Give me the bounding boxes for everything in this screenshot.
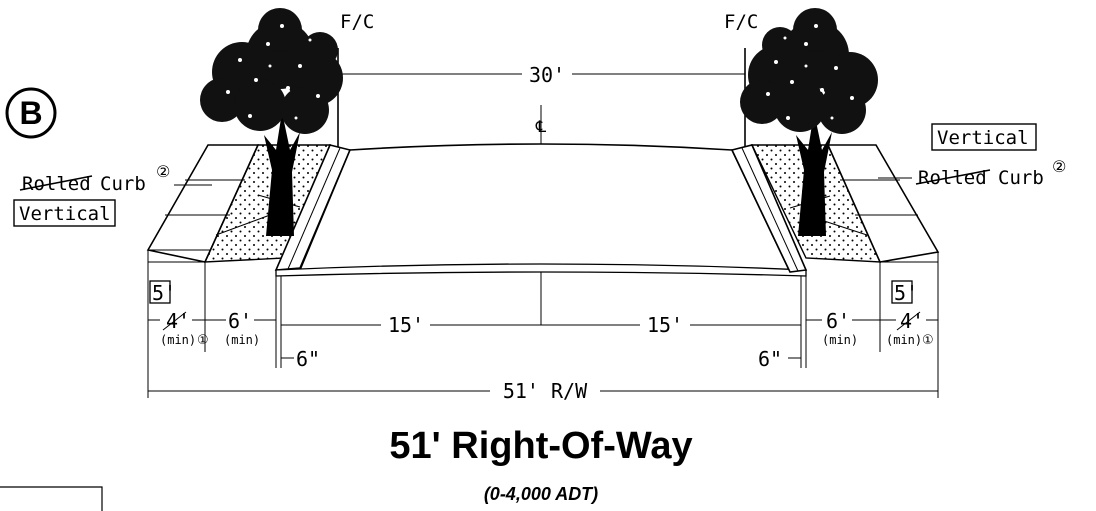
curb-callout-right: Vertical Rolled Curb ②: [878, 123, 1066, 189]
curb-word-right: Curb: [998, 167, 1044, 189]
vertical-box-left: [13, 199, 116, 227]
right-sidewalk: [826, 144, 940, 263]
lane-width-left: 15': [388, 313, 424, 337]
right-tree: [740, 8, 878, 236]
sidewalk-strike-left: [162, 311, 187, 331]
curb-note-right: ②: [1052, 157, 1066, 176]
sidewalk-original-right: 4': [900, 309, 924, 333]
sidewalk-min-left: (min): [160, 333, 196, 347]
left-sidewalk: [146, 144, 260, 263]
struck-word-left: Rolled: [22, 173, 91, 195]
vertical-box-right: [931, 123, 1037, 151]
face-of-curb-label-right: F/C: [724, 11, 758, 33]
total-row-dimension: 51' R/W: [148, 379, 938, 403]
face-of-curb-label-left: F/C: [340, 11, 374, 33]
curb-width-right: 6": [758, 347, 782, 371]
sidewalk-revised-left: 5': [152, 281, 176, 305]
parkway-width-right: 6': [826, 309, 850, 333]
sidewalk-revised-box-left: [149, 280, 171, 304]
dimension-extension-lines: [147, 262, 939, 398]
curb-note-left: ②: [156, 162, 170, 181]
strike-line-right: [915, 169, 991, 185]
curb-word-left: Curb: [100, 173, 146, 195]
sidewalk-revised-right: 5': [894, 281, 918, 305]
strike-line-left: [19, 175, 93, 191]
lane-width-right: 15': [647, 313, 683, 337]
sidewalk-original-left: 4': [166, 309, 190, 333]
total-row-label: 51' R/W: [503, 379, 588, 403]
vertical-label-right: Vertical: [937, 127, 1029, 149]
curb-callout-left: Rolled Curb ② Vertical: [13, 162, 212, 227]
vertical-label-left: Vertical: [19, 203, 111, 225]
roadway-width-dimension: 30': [338, 63, 745, 87]
roadway-width-label: 30': [529, 63, 565, 87]
road-surface: [275, 143, 807, 277]
struck-word-right: Rolled: [918, 167, 987, 189]
sidewalk-note-right: ①: [922, 333, 934, 348]
right-curb: [730, 144, 808, 273]
centerline-symbol: ℄: [535, 117, 547, 136]
dimensions-right: 15' 6" 6' (min) 5' 4' (min) ①: [541, 280, 938, 371]
curb-width-left: 6": [296, 347, 320, 371]
diagram-subtitle: (0-4,000 ADT): [484, 484, 598, 504]
section-badge-letter: B: [19, 95, 42, 131]
sidewalk-min-right: (min): [886, 333, 922, 347]
sidewalk-strike-right: [896, 311, 921, 331]
section-badge: B: [5, 87, 57, 139]
cropped-frame-bottom-left: [0, 486, 103, 511]
sidewalk-note-left: ①: [197, 333, 209, 348]
left-tree: [200, 8, 343, 236]
parkway-width-left: 6': [228, 309, 252, 333]
parkway-min-right: (min): [822, 333, 858, 347]
parkway-min-left: (min): [224, 333, 260, 347]
dimensions-left: 5' 4' (min) ① 6' (min) 6" 15': [148, 280, 541, 371]
sidewalk-revised-box-right: [891, 280, 913, 304]
diagram-title: 51' Right-Of-Way: [389, 425, 692, 467]
